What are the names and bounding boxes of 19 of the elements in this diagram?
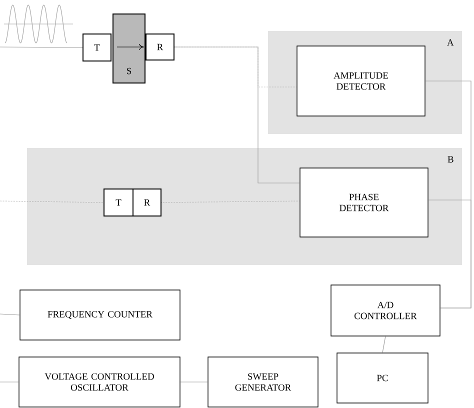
block-box: T <box>104 188 134 216</box>
slab-box: S <box>112 14 146 84</box>
block-box: T <box>82 34 112 62</box>
block-box: R <box>146 34 174 60</box>
block-box: PHASE DETECTOR <box>300 168 428 238</box>
block-box: AMPLITUDE DETECTOR <box>296 46 426 116</box>
connector-line <box>0 314 20 316</box>
connector-line <box>174 46 300 184</box>
block-box: FREQUENCY COUNTER <box>20 290 180 340</box>
block-box: SWEEP GENERATOR <box>208 356 318 408</box>
block-box: VOLTAGE CONTROLLED OSCILLATOR <box>18 356 180 408</box>
block-box: R <box>132 188 162 216</box>
connector-line <box>0 46 83 48</box>
block-box: PC <box>336 352 428 404</box>
block-box: A/D CONTROLLER <box>330 284 440 336</box>
connector-line <box>0 200 104 203</box>
connector-line <box>428 200 472 308</box>
connector-line <box>382 336 386 353</box>
connector-line <box>161 200 300 203</box>
